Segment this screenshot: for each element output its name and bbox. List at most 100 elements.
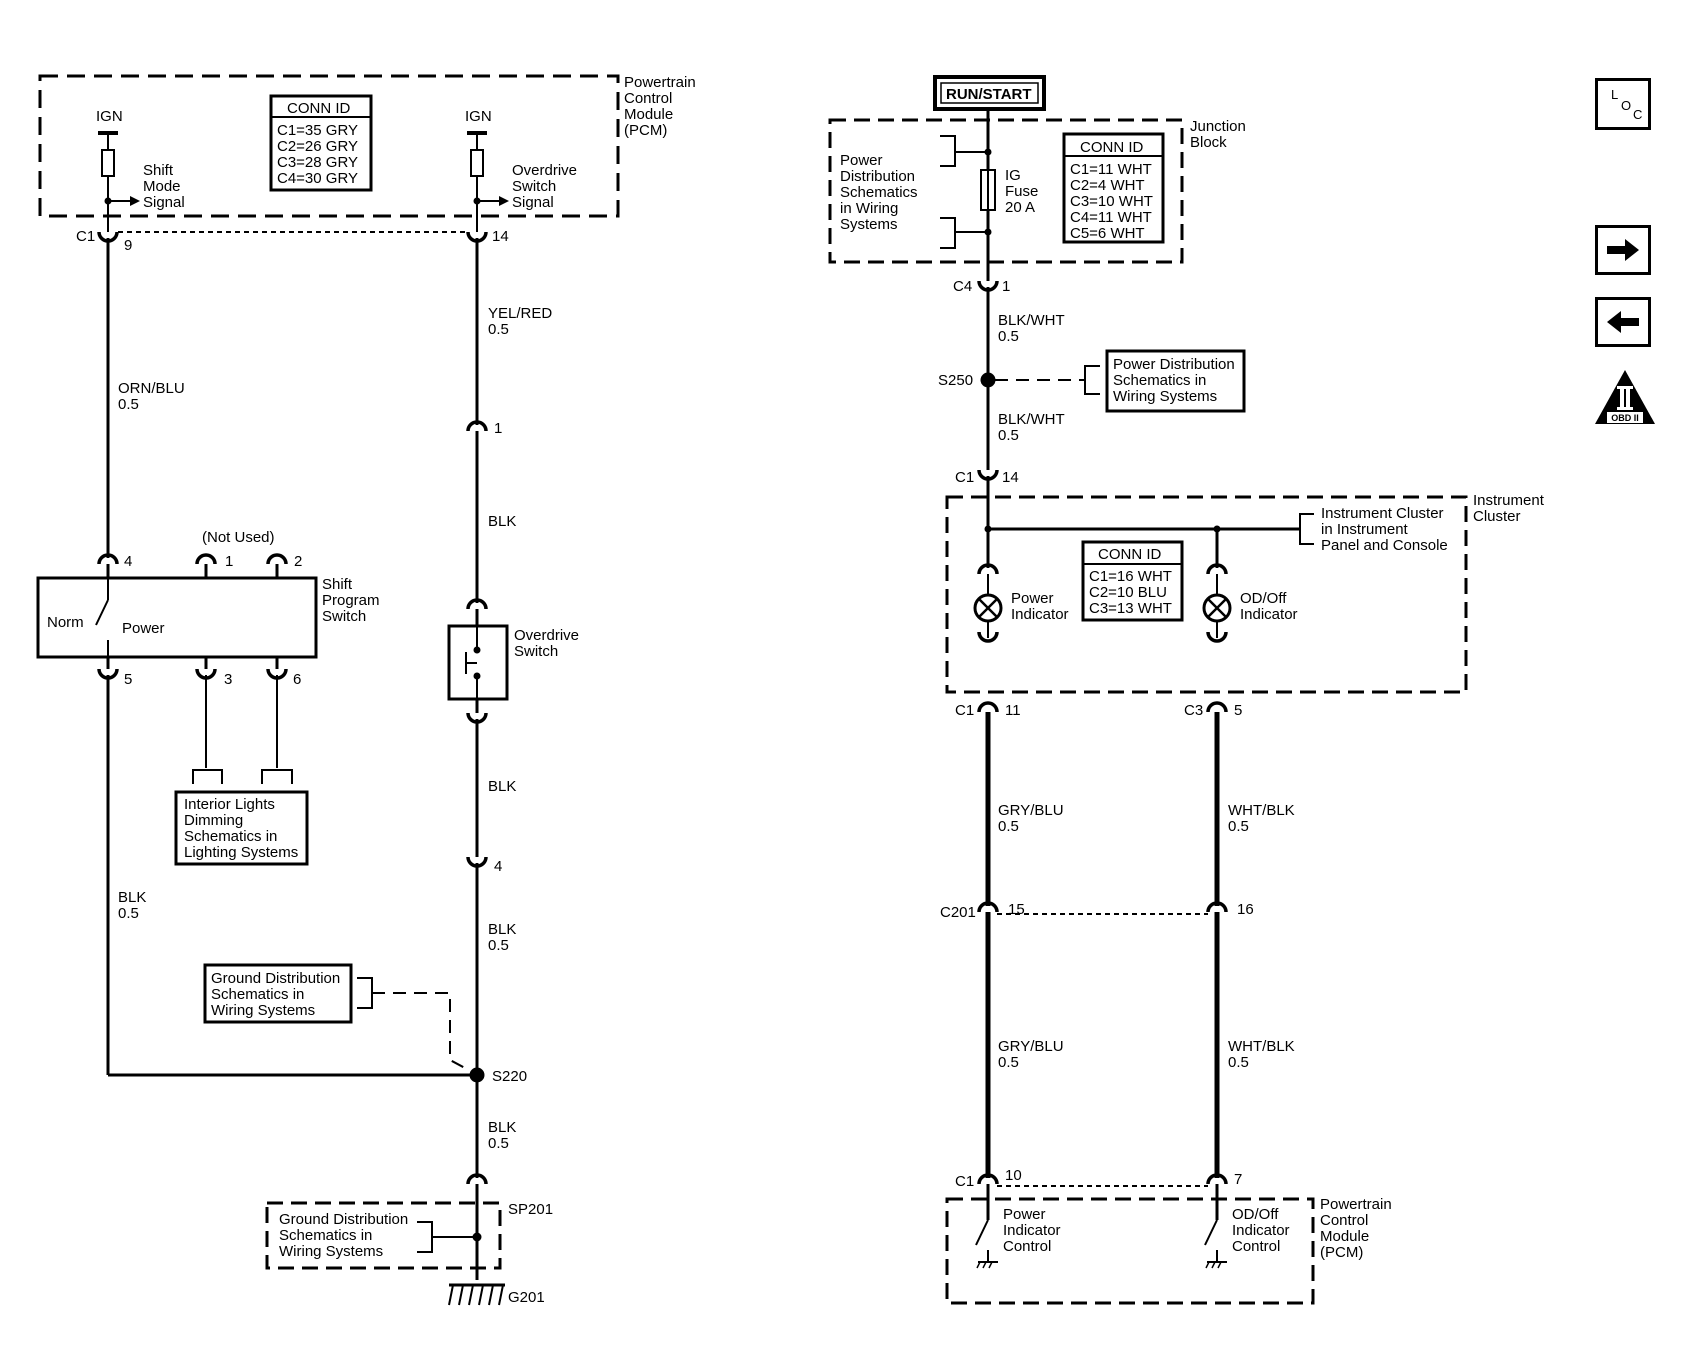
sp201-dashed-box xyxy=(265,1201,502,1270)
overdrive-switch-label-2: Switch xyxy=(514,643,558,660)
jb-conn-id-header: CONN ID xyxy=(1080,139,1144,156)
ic-conn-c1-top: C1 xyxy=(955,469,974,486)
switch-pin-5: 5 xyxy=(124,671,132,688)
wire-blk-mid-a: BLK xyxy=(488,513,516,530)
shift-program-switch-title-3: Switch xyxy=(322,608,366,625)
wire-wht-blk-b: WHT/BLK xyxy=(1228,1038,1295,1055)
wire-blk-mid-d: BLK xyxy=(488,1119,516,1136)
obd-ii-icon[interactable]: OBD II xyxy=(1593,368,1657,426)
overdrive-switch-signal-1: Overdrive xyxy=(512,162,577,179)
conn-c201: C201 xyxy=(940,904,976,921)
pcm-top-box xyxy=(38,74,620,218)
wire-gry-blu-b: GRY/BLU xyxy=(998,1038,1064,1055)
pcm-bottom-conn-c1: C1 xyxy=(955,1173,974,1190)
power-indicator-label-2: Indicator xyxy=(1011,606,1069,623)
wire-gry-blu-a: GRY/BLU xyxy=(998,802,1064,819)
ground-ref-2-line-1: Ground Distribution xyxy=(279,1211,408,1228)
shift-mode-signal-3: Signal xyxy=(143,194,185,211)
interior-lights-ref-3: Schematics in xyxy=(184,828,277,845)
pcm-bottom-title-4: (PCM) xyxy=(1320,1244,1363,1261)
jb-conn-row-2: C2=4 WHT xyxy=(1070,177,1145,194)
shift-program-switch-title-1: Shift xyxy=(322,576,353,593)
power-indicator-control-2: Indicator xyxy=(1003,1222,1061,1239)
overdrive-switch-label-1: Overdrive xyxy=(514,627,579,644)
wire-blk-mid-c-gauge: 0.5 xyxy=(488,937,509,954)
switch-norm-label: Norm xyxy=(47,614,84,631)
splice-s250-label: S250 xyxy=(938,372,973,389)
ic-conn-row-3: C3=13 WHT xyxy=(1089,600,1172,617)
wire-yel-red-gauge: 0.5 xyxy=(488,321,509,338)
power-dist-ref-2-line-1: Power Distribution xyxy=(1113,356,1235,373)
loc-icon[interactable]: L O C xyxy=(1595,78,1651,130)
ic-conn-row-2: C2=10 BLU xyxy=(1089,584,1167,601)
pcm-conn-row-2: C2=26 GRY xyxy=(277,138,358,155)
od-off-indicator-control-1: OD/Off xyxy=(1232,1206,1279,1223)
ign-left-label: IGN xyxy=(96,108,123,125)
jb-conn-c4: C4 xyxy=(953,278,972,295)
pcm-conn-id-header: CONN ID xyxy=(287,100,351,117)
od-off-indicator-control-3: Control xyxy=(1232,1238,1280,1255)
ic-pin-5: 5 xyxy=(1234,702,1242,719)
od-off-indicator-control-2: Indicator xyxy=(1232,1222,1290,1239)
shift-mode-signal-1: Shift xyxy=(143,162,174,179)
jb-power-dist-ref-4: in Wiring xyxy=(840,200,898,217)
jb-power-dist-ref-5: Systems xyxy=(840,216,898,233)
ground-ref-2-line-2: Schematics in xyxy=(279,1227,372,1244)
wire-blk-mid-b: BLK xyxy=(488,778,516,795)
not-used-label: (Not Used) xyxy=(202,529,275,546)
ground-ref-2-line-3: Wiring Systems xyxy=(279,1243,383,1260)
mid-pin-1: 1 xyxy=(494,420,502,437)
run-start-label: RUN/START xyxy=(946,86,1032,103)
pcm-top-conn-c1: C1 xyxy=(76,228,95,245)
jb-pin-1: 1 xyxy=(1002,278,1010,295)
splice-sp201-label: SP201 xyxy=(508,1201,553,1218)
wire-blk-mid-d-gauge: 0.5 xyxy=(488,1135,509,1152)
jb-power-dist-ref-2: Distribution xyxy=(840,168,915,185)
power-indicator-control-1: Power xyxy=(1003,1206,1046,1223)
pcm-top-title-1: Powertrain xyxy=(624,74,696,91)
ground-ref-1-line-1: Ground Distribution xyxy=(211,970,340,987)
wire-wht-blk-a-gauge: 0.5 xyxy=(1228,818,1249,835)
ic-pin-11: 11 xyxy=(1005,702,1021,719)
overdrive-switch-signal-2: Switch xyxy=(512,178,556,195)
arrow-left-icon[interactable] xyxy=(1595,297,1651,347)
wire-blk-left-gauge: 0.5 xyxy=(118,905,139,922)
ig-fuse-label-1: IG xyxy=(1005,167,1021,184)
loc-letter-l: L xyxy=(1611,87,1619,102)
wire-wht-blk-a: WHT/BLK xyxy=(1228,802,1295,819)
power-indicator-control-3: Control xyxy=(1003,1238,1051,1255)
loc-letter-o: O xyxy=(1621,98,1632,113)
switch-pin-4: 4 xyxy=(124,553,132,570)
pcm-top-pin-14: 14 xyxy=(492,228,509,245)
pcm-bottom-pin-7: 7 xyxy=(1234,1171,1242,1188)
jb-conn-row-1: C1=11 WHT xyxy=(1070,161,1152,178)
pcm-conn-row-4: C4=30 GRY xyxy=(277,170,358,187)
wire-blk-wht-a: BLK/WHT xyxy=(998,312,1065,329)
pcm-conn-row-3: C3=28 GRY xyxy=(277,154,358,171)
ic-pin-14: 14 xyxy=(1002,469,1019,486)
wire-blk-wht-b: BLK/WHT xyxy=(998,411,1065,428)
c201-pin-15: 15 xyxy=(1008,901,1025,918)
pcm-top-pin-9: 9 xyxy=(124,237,132,254)
ig-fuse-label-3: 20 A xyxy=(1005,199,1035,216)
shift-program-switch-box xyxy=(36,576,318,659)
interior-lights-ref-4: Lighting Systems xyxy=(184,844,298,861)
ic-conn-c1-bottom: C1 xyxy=(955,702,974,719)
junction-block-title-2: Block xyxy=(1190,134,1227,151)
switch-pin-1: 1 xyxy=(225,553,233,570)
ic-ref-1: Instrument Cluster xyxy=(1321,505,1444,522)
instrument-cluster-box xyxy=(945,495,1468,694)
jb-conn-row-3: C3=10 WHT xyxy=(1070,193,1153,210)
interior-lights-ref-box xyxy=(174,790,309,866)
wire-gry-blu-a-gauge: 0.5 xyxy=(998,818,1019,835)
ic-conn-row-1: C1=16 WHT xyxy=(1089,568,1172,585)
pcm-bottom-title-3: Module xyxy=(1320,1228,1369,1245)
arrow-right-icon[interactable] xyxy=(1595,225,1651,275)
switch-pin-3: 3 xyxy=(224,671,232,688)
splice-s250 xyxy=(980,372,996,388)
instrument-cluster-title-1: Instrument xyxy=(1473,492,1545,509)
pcm-bottom-pin-10: 10 xyxy=(1005,1167,1022,1184)
od-off-indicator-label-2: Indicator xyxy=(1240,606,1298,623)
junction-block-title-1: Junction xyxy=(1190,118,1246,135)
